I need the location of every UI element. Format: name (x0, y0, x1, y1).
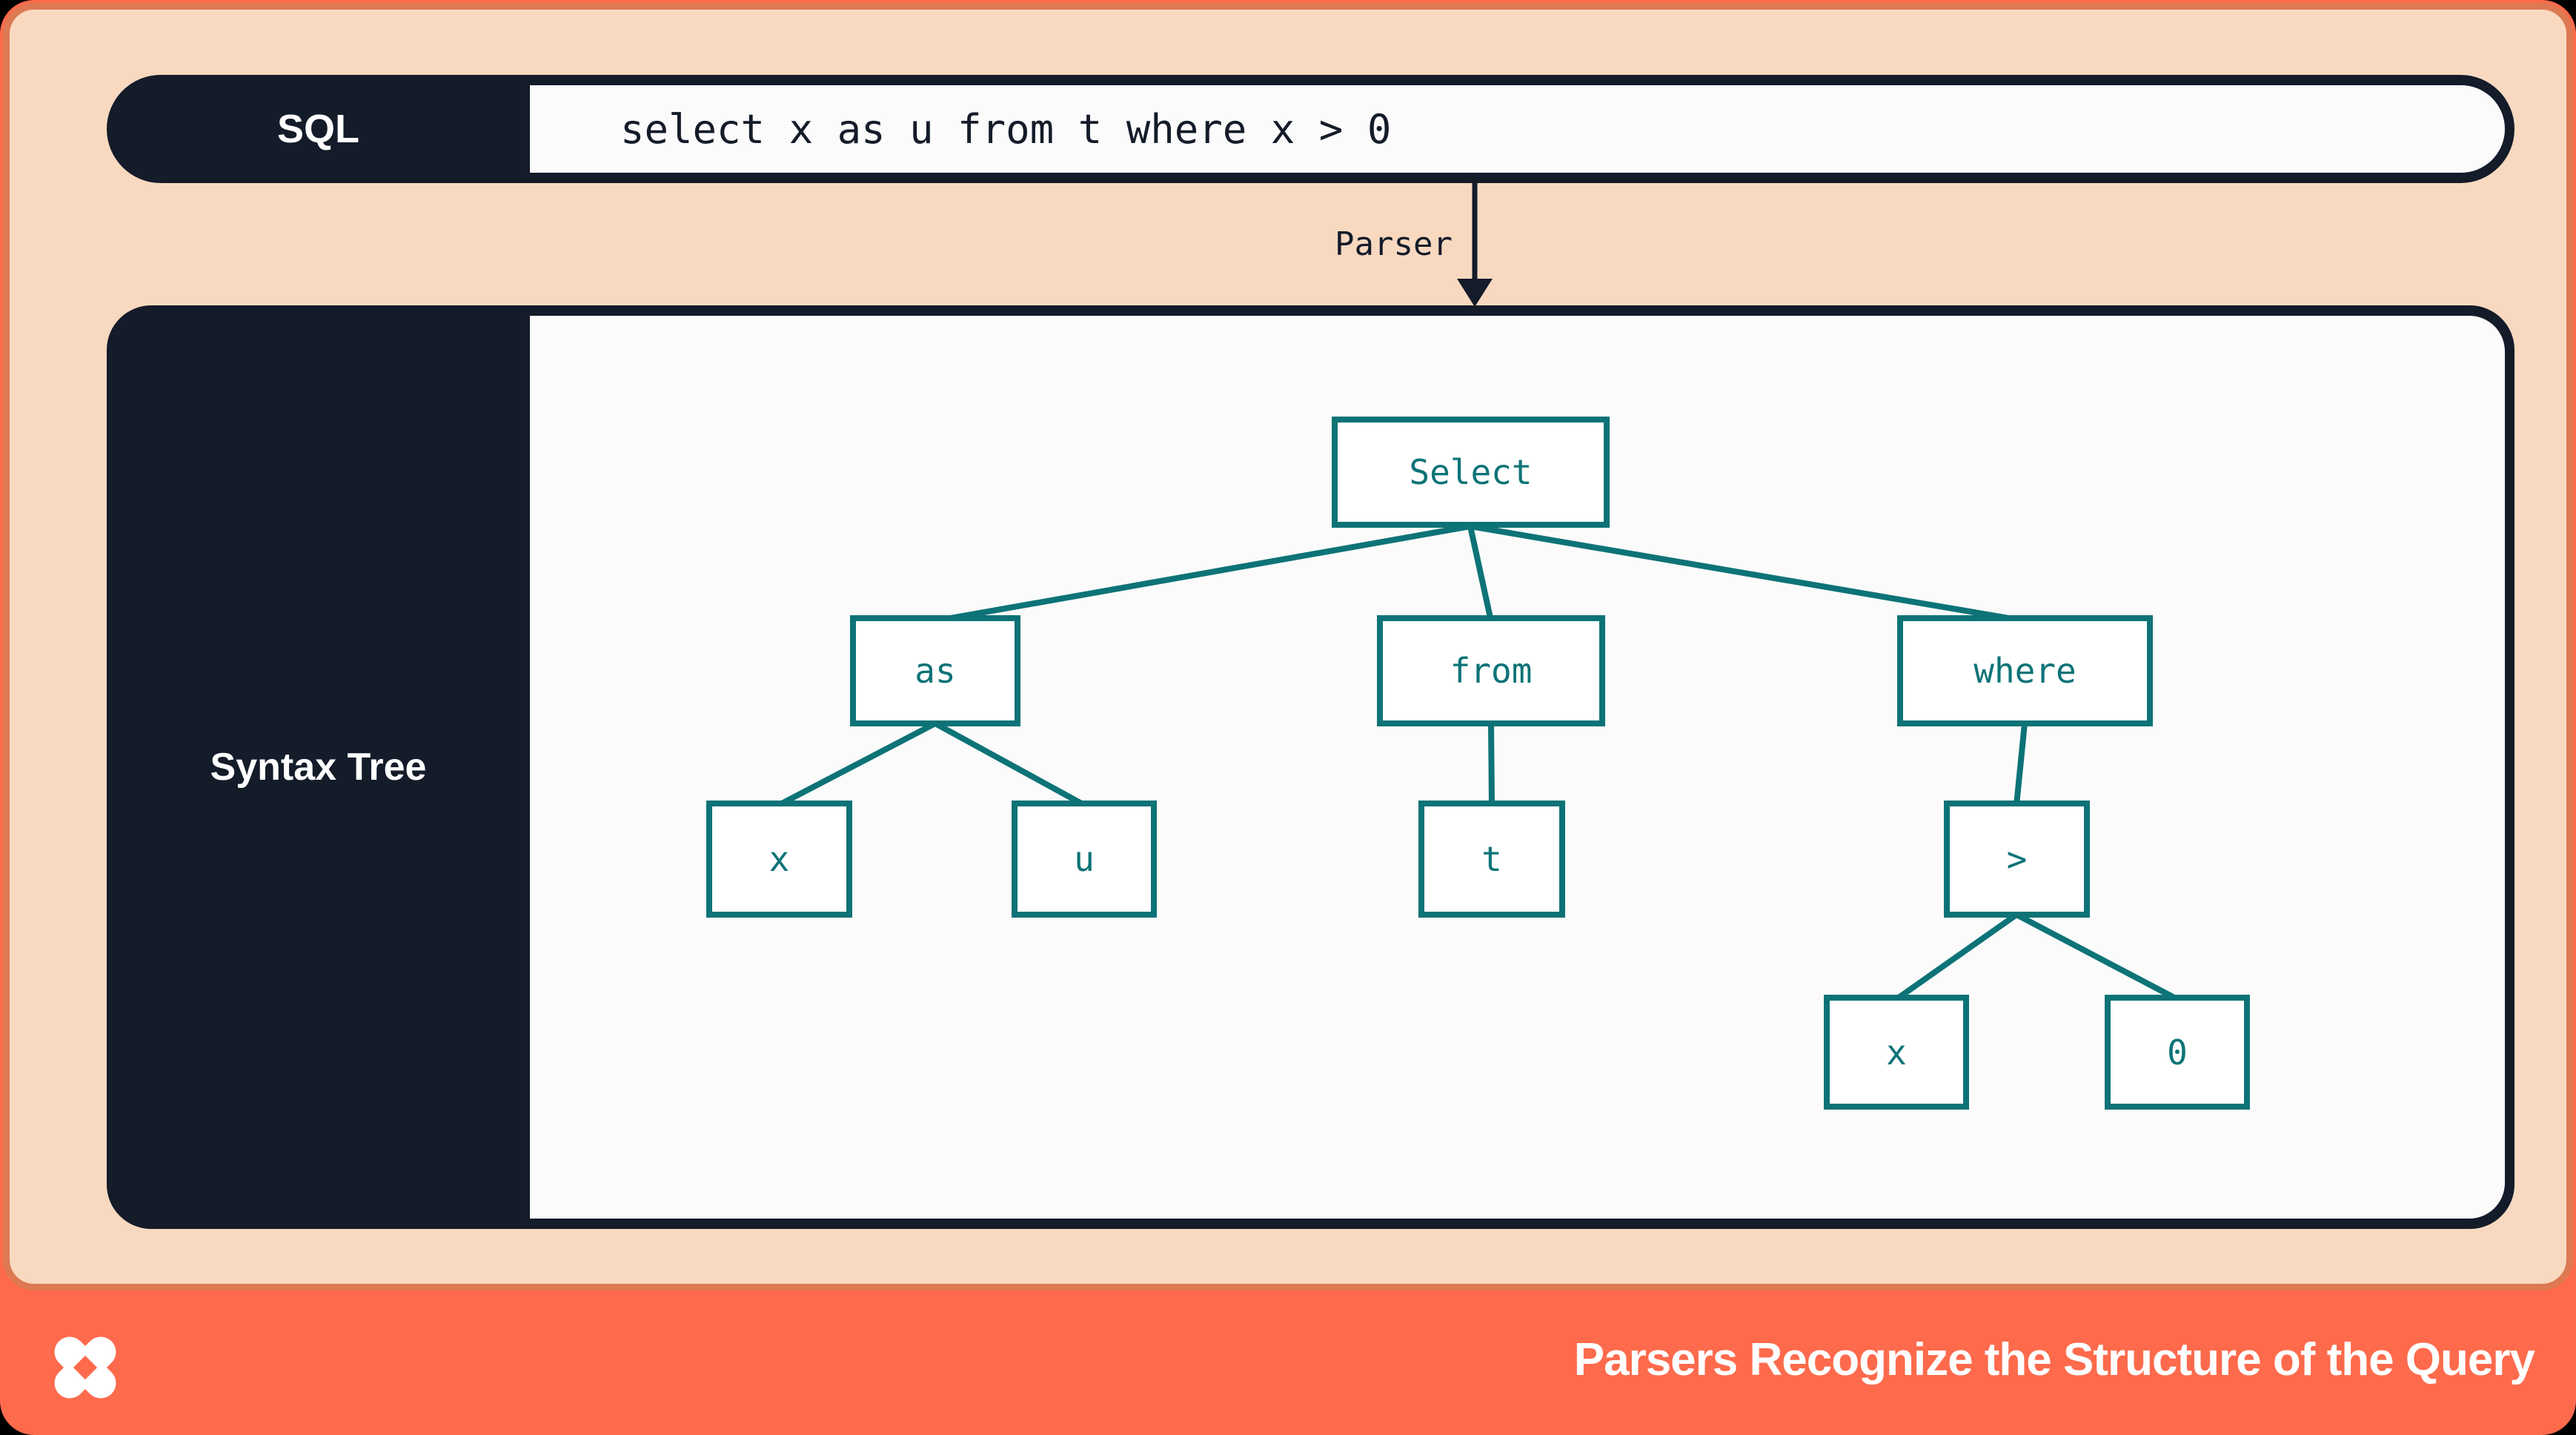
tree-node-u: u (1012, 801, 1157, 918)
sql-bar-label: SQL (276, 107, 359, 151)
tree-node-from: from (1377, 615, 1605, 726)
sql-query-text: select x as u from t where x > 0 (620, 105, 1392, 153)
tree-node-zero: 0 (2105, 995, 2250, 1110)
logo-x-icon (54, 1336, 116, 1399)
sql-query-panel: select x as u from t where x > 0 (530, 85, 2505, 173)
tree-node-where: where (1897, 615, 2153, 726)
parser-arrow-label: Parser (1335, 225, 1453, 263)
tree-node-x-left: x (706, 801, 852, 918)
tree-node-x-right: x (1824, 995, 1969, 1110)
syntax-tree-panel-label: Syntax Tree (210, 746, 427, 789)
footer-caption: Parsers Recognize the Structure of the Q… (1573, 1334, 2535, 1385)
tree-node-gt: > (1944, 801, 2090, 918)
tree-node-t: t (1418, 801, 1565, 918)
tree-node-select: Select (1332, 417, 1610, 528)
sql-bar: SQL select x as u from t where x > 0 (107, 75, 2514, 183)
tree-node-as: as (850, 615, 1020, 726)
